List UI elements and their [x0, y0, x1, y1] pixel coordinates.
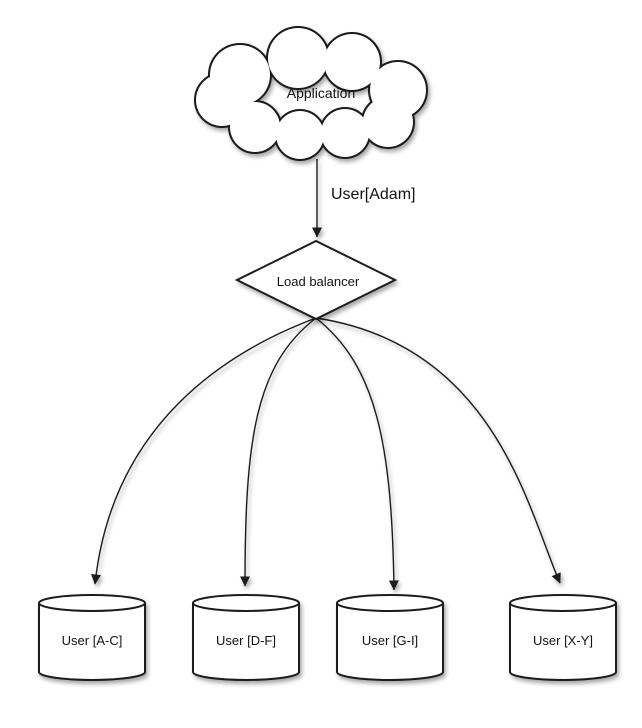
shard-cylinders	[38, 594, 617, 681]
shard-df-label: User [D-F]	[216, 633, 276, 648]
shard-ac-label: User [A-C]	[61, 633, 123, 648]
application-cloud	[194, 26, 428, 161]
shard-gi-label: User [G-I]	[361, 633, 419, 648]
shard-cylinder-gi	[336, 594, 444, 681]
edge-balancer-to-shard-gi	[315, 317, 399, 591]
shard-cylinder-df	[192, 594, 300, 681]
request-edge-label: User[Adam]	[331, 186, 416, 203]
shard-cylinder-xy	[509, 594, 617, 681]
shard-xy-label: User [X-Y]	[533, 633, 593, 648]
load-balancer-label: Load balancer	[276, 274, 360, 289]
shard-cylinder-ac	[38, 594, 146, 681]
edge-balancer-to-shard-ac	[91, 317, 317, 585]
application-label: Application	[286, 85, 356, 101]
edges	[91, 159, 561, 591]
edge-balancer-to-shard-xy	[315, 317, 561, 584]
load-balancer-diamond	[234, 239, 398, 321]
edge-balancer-to-shard-df	[240, 317, 317, 587]
